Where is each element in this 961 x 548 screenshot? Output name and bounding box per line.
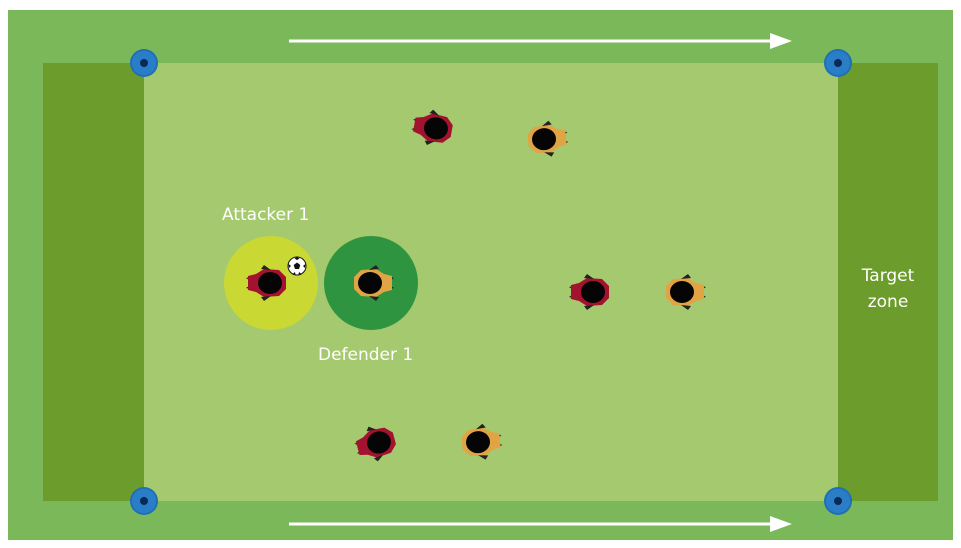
attacker-label: Attacker 1 [222,205,309,225]
left-end-zone [43,63,144,501]
target-zone-label-line2: zone [868,292,909,312]
cone-marker-icon [824,487,852,515]
soccer-ball-icon [288,257,306,275]
cone-marker-icon [130,487,158,515]
cone-marker-icon [130,49,158,77]
cone-marker-icon [824,49,852,77]
target-zone-label-line1: Target [861,266,915,286]
defender-label: Defender 1 [318,345,413,365]
